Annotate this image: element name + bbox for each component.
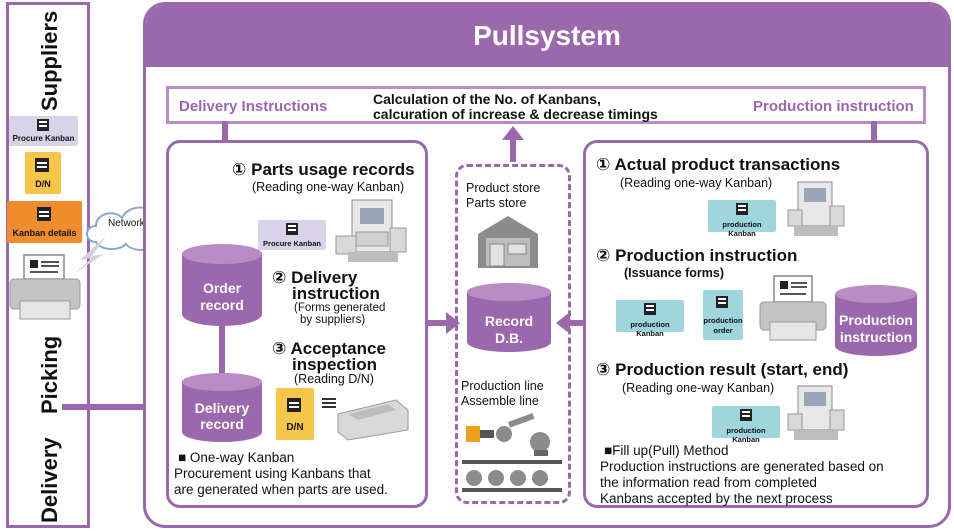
step1-title: ① Parts usage records (232, 160, 415, 179)
step2-sub-1: (Forms generated (294, 302, 386, 314)
r-step3-sub: (Reading one-way Kanban) (622, 381, 775, 395)
arrow-head (446, 312, 460, 334)
fill-up-note-3: Kanbans accepted by the next process (600, 491, 833, 506)
step3-sub: (Reading D/N) (294, 372, 374, 386)
printer-icon (759, 275, 827, 341)
delivery-instructions-label: Delivery Instructions (179, 98, 328, 115)
connector-order-delivery (219, 326, 225, 374)
r-step1-sub: (Reading one-way Kanban) (620, 176, 773, 190)
qr-code-icon (37, 207, 51, 221)
r-step3-title: ③ Production result (start, end) (596, 360, 849, 379)
step3-title-2: inspection (292, 355, 378, 374)
record-db-label-2: D.B. (495, 330, 523, 346)
calculation-bar: Delivery Instructions Calculation of the… (166, 86, 926, 124)
printer-icon (9, 254, 81, 320)
scanner-machine-icon (322, 398, 409, 441)
step3-title-1: ③ Acceptance (272, 339, 386, 358)
robot-arm-icon (466, 413, 550, 456)
order-record-db-icon (182, 244, 262, 326)
production-instruction-label-1: Production (839, 312, 913, 328)
one-way-kanban-note-1: Procurement using Kanbans that (174, 466, 371, 481)
order-record-label-2: record (200, 297, 244, 313)
production-kanban-doc: production Kanban (708, 200, 776, 238)
one-way-kanban-note-2: are generated when parts are used. (174, 482, 388, 497)
title-bar: Pullsystem (146, 5, 948, 67)
delivery-arrow (62, 404, 170, 410)
fill-up-note-title: ■Fill up(Pull) Method (604, 443, 729, 458)
arrow-head (556, 312, 570, 334)
calc-line-1: Calculation of the No. of Kanbans, (373, 91, 601, 107)
step1-sub: (Reading one-way Kanban) (252, 180, 405, 194)
reader-machine-icon (787, 181, 845, 236)
picking-label: Picking (37, 335, 62, 415)
qr-code-icon (740, 409, 752, 421)
network-label: Network (108, 218, 145, 229)
procure-kanban-doc: Procure Kanban (258, 220, 326, 250)
warehouse-icon (478, 216, 538, 268)
procure-kanban-doc: Procure Kanban (9, 116, 78, 146)
fill-up-note-1: Production instructions are generated ba… (600, 459, 884, 474)
r-step2-title: ② Production instruction (596, 246, 798, 265)
dn-doc: D/N (276, 388, 314, 440)
arrow-db-to-calc (510, 140, 516, 162)
production-instruction-db-icon (835, 285, 917, 356)
step2-title-1: ② Delivery (272, 268, 358, 287)
r-step1-title: ① Actual product transactions (596, 155, 841, 174)
delivery-label: Delivery (37, 437, 62, 523)
arrow-right-to-db (568, 320, 584, 326)
qr-code-icon (35, 158, 49, 172)
qr-code-icon (287, 398, 301, 412)
delivery-record-db-icon (182, 373, 262, 442)
store-label-2: Parts store (466, 196, 527, 210)
r-step2-sub: (Issuance forms) (624, 266, 725, 280)
production-kanban-doc: production Kanban (616, 300, 684, 338)
dn-doc: D/N (25, 152, 61, 194)
delivery-record-label-1: Delivery (194, 400, 250, 416)
order-record-label-1: Order (202, 280, 242, 296)
qr-code-icon (736, 203, 748, 215)
reader-machine-icon (335, 199, 407, 262)
production-instruction-label-2: instruction (839, 329, 913, 345)
record-db-icon (467, 283, 551, 352)
record-db-label-1: Record (484, 313, 534, 329)
qr-code-icon (716, 296, 728, 308)
production-kanban-doc: production Kanban (712, 406, 780, 444)
kanban-details-doc: Kanban details (7, 201, 82, 243)
production-order-doc: production order (703, 290, 743, 340)
lines-label-2: Assemble line (461, 394, 539, 408)
lines-label-1: Production line (461, 379, 544, 393)
fill-up-note-2: the information read from completed (600, 475, 817, 490)
production-instruction-label: Production instruction (753, 98, 914, 115)
one-way-kanban-note-title: ■ One-way Kanban (178, 450, 295, 465)
qr-code-icon (644, 303, 656, 315)
calc-line-2: calcuration of increase & decrease timin… (373, 106, 658, 122)
arrow-left-to-db (428, 320, 448, 326)
qr-code-icon (286, 223, 298, 235)
delivery-record-label-2: record (200, 416, 244, 432)
page-title: Pullsystem (473, 20, 621, 51)
conveyor-icon (462, 460, 562, 492)
store-label-1: Product store (466, 181, 541, 195)
suppliers-label: Suppliers (37, 10, 62, 111)
arrow-head (502, 126, 524, 140)
step2-title-2: instruction (292, 284, 380, 303)
reader-machine-icon (787, 385, 845, 440)
qr-code-icon (37, 119, 49, 131)
step2-sub-2: by suppliers) (300, 314, 366, 326)
store-panel (455, 164, 571, 504)
